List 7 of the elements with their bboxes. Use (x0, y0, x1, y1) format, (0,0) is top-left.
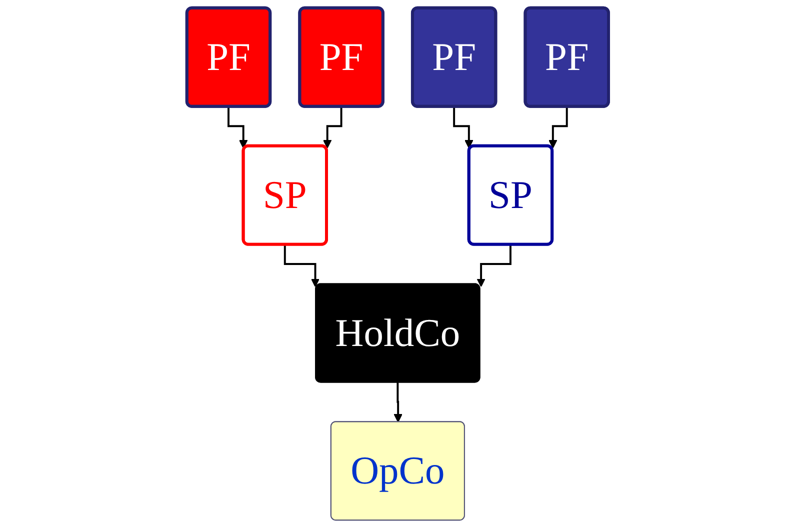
arrow (323, 106, 343, 148)
arrow (477, 244, 512, 288)
arrow (394, 382, 403, 422)
arrow (548, 106, 569, 148)
arrow (284, 244, 320, 288)
arrow (228, 106, 248, 148)
arrow (453, 106, 474, 148)
